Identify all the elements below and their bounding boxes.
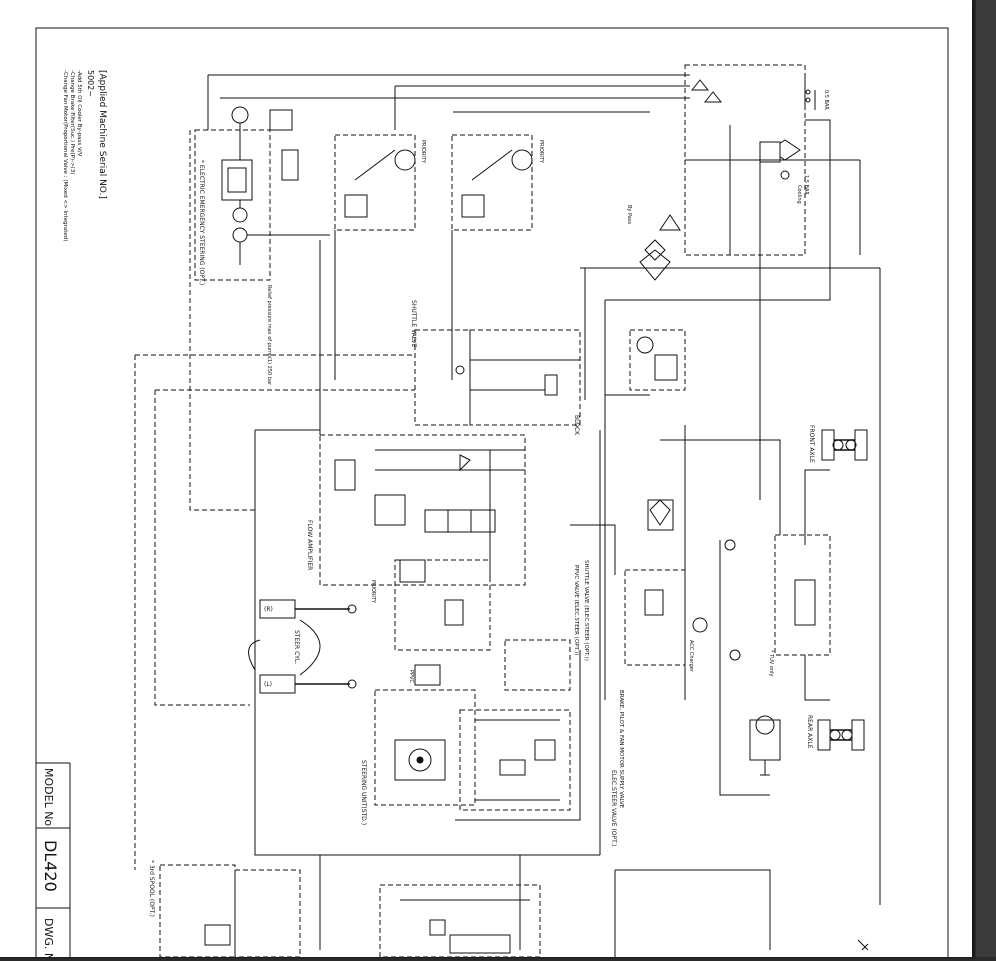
flow-amplifier-label: FLOW AMPLIFIER: [306, 520, 313, 570]
hydraulic-schematic: [Applied Machine Serial NO.] 5002~ -Add …: [35, 27, 949, 961]
ppvc-label: PPVC: [408, 670, 414, 683]
dwg-no-label: DWG. No: [42, 918, 55, 957]
serial-range: 5002~: [86, 70, 95, 97]
model-no-label: MODEL No: [42, 768, 55, 826]
elec-steer-valve-label: ELEC.STEER VALVE (OPT.): [610, 770, 617, 846]
cooling-label: Cooling: [796, 185, 802, 204]
third-spool-label: * 3rd SPOOL (OPT.): [148, 860, 155, 917]
bypass-label: By Pass: [626, 205, 632, 224]
block-label: BLOCK: [573, 415, 580, 436]
rear-axle-label: REAR AXLE: [806, 715, 813, 749]
steer-cyl-label: STEER CYL.: [293, 630, 300, 664]
shuttle-valve-opt-label: SHUTTLE VALVE (ELEC.STEER (OPT.)): [583, 560, 589, 661]
bar-1-5: 1.5 BAR: [803, 175, 809, 195]
priority-label-2: PRIORITY: [538, 140, 544, 164]
steering-unit-label: STEERING UNIT(STD.): [360, 760, 367, 825]
emergency-steering-label: * ELECTRIC EMERGENCY STEERING (OPT.): [198, 160, 205, 285]
serial-note-3: -Change Fan Motor(Proportional Valve : (…: [62, 70, 68, 241]
brake-pilot-label: BRAKE, PILOT & FAN MOTOR SUPPLY VALVE: [618, 690, 624, 809]
serial-title: [Applied Machine Serial NO.]: [97, 70, 107, 199]
acc-charger-label: ACC Charger: [688, 640, 694, 673]
tuv-label: * TUV only: [768, 650, 774, 676]
shuttle-valve-label: SHUTTLE VALVE: [410, 300, 417, 348]
ppvc-valve-label: PPVC VALVE (ELEC.STEER (OPT.)): [573, 565, 579, 655]
drawing-sheet: [Applied Machine Serial NO.] 5002~ -Add …: [0, 0, 972, 961]
front-axle-label: FRONT AXLE: [808, 425, 815, 463]
vertical-scrollbar[interactable]: [976, 0, 996, 957]
serial-note-2: -Change Brake Filter(Suc.) Pre(P)->(3): [69, 70, 75, 174]
cyl-r: (R): [264, 606, 273, 613]
cyl-l: (L): [264, 681, 272, 688]
model-no-value: DL420: [41, 840, 60, 892]
serial-note-1: -Add 5th Oil Cooler By-pass V/V: [76, 70, 82, 157]
bar-0-5: 0.5 BAR: [823, 90, 829, 110]
relief-note: Relief pressure max of pump(1) 250 bar: [266, 285, 272, 386]
priority-label-1: PRIORITY: [420, 140, 426, 164]
priority-label-3: PRIORITY: [370, 580, 376, 604]
